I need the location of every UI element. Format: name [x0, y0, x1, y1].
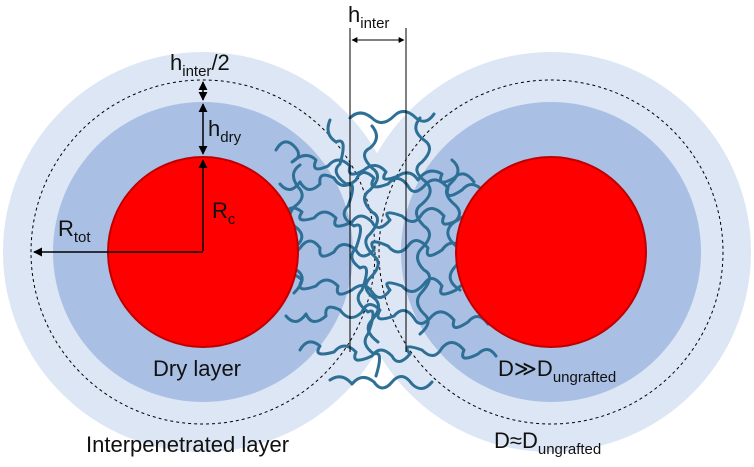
- label-h-inter-half: hinter/2: [170, 50, 230, 80]
- label-r-c: Rc: [212, 198, 236, 228]
- left-dimensions: [33, 81, 208, 257]
- label-h-inter-top: hinter: [348, 2, 389, 32]
- label-d-approx: D≈Dungrafted: [494, 428, 601, 458]
- right-dashed-boundary: [378, 79, 724, 425]
- polymer-chains: [274, 110, 504, 390]
- label-interpenetrated-layer: Interpenetrated layer: [86, 432, 289, 457]
- right-core: [455, 156, 647, 348]
- left-dashed-boundary: [30, 79, 376, 425]
- label-h-dry: hdry: [208, 116, 242, 146]
- label-dry-layer: Dry layer: [153, 356, 241, 381]
- label-r-tot: Rtot: [58, 216, 91, 246]
- label-d-much-greater: D≫Dungrafted: [498, 356, 616, 386]
- h-inter-guides: [349, 28, 407, 352]
